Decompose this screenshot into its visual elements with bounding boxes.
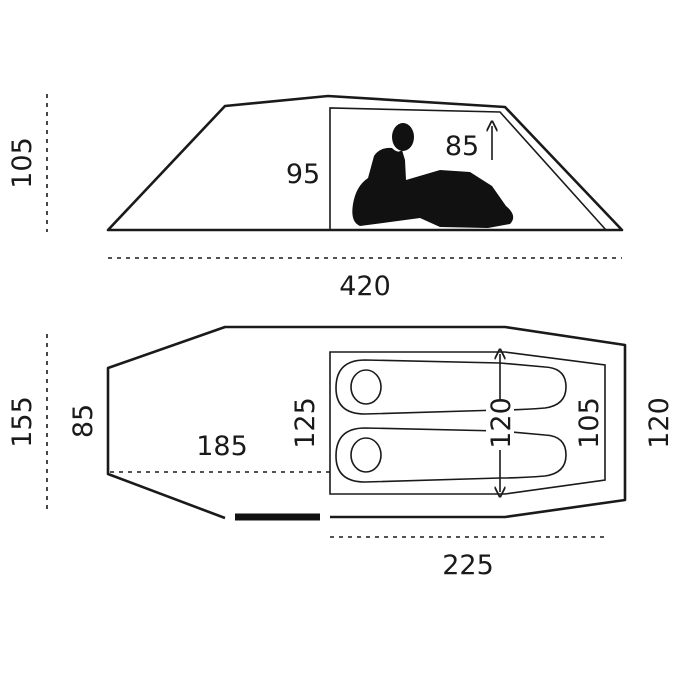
rear-width-label: 120	[644, 397, 675, 449]
sleeping-bag-bottom	[335, 427, 567, 483]
side-view: 105 95 85 420	[7, 94, 624, 302]
inner-height-label: 95	[286, 159, 320, 190]
sitting-person-icon	[352, 123, 514, 228]
width-total-label: 155	[7, 396, 38, 448]
top-view: 155 85 185 125 120 105 120 225	[7, 325, 675, 581]
bed-width-label: 120	[486, 397, 517, 449]
inner-length-label: 225	[442, 550, 494, 581]
length-total-label: 420	[339, 271, 391, 302]
vestibule-width-label: 85	[68, 404, 99, 438]
inner-tent-floor-outline	[329, 351, 606, 495]
sleeping-bag-top	[335, 359, 567, 415]
vestibule-length-label: 185	[196, 431, 248, 462]
sitting-height-label: 85	[445, 131, 479, 162]
inner-front-width-label: 125	[290, 397, 321, 449]
inner-rear-width-label: 105	[574, 397, 605, 449]
height-total-label: 105	[7, 137, 38, 189]
inner-tent-side-outline	[329, 107, 607, 231]
tent-side-outline	[106, 94, 624, 232]
tent-floor-outline	[106, 325, 627, 520]
